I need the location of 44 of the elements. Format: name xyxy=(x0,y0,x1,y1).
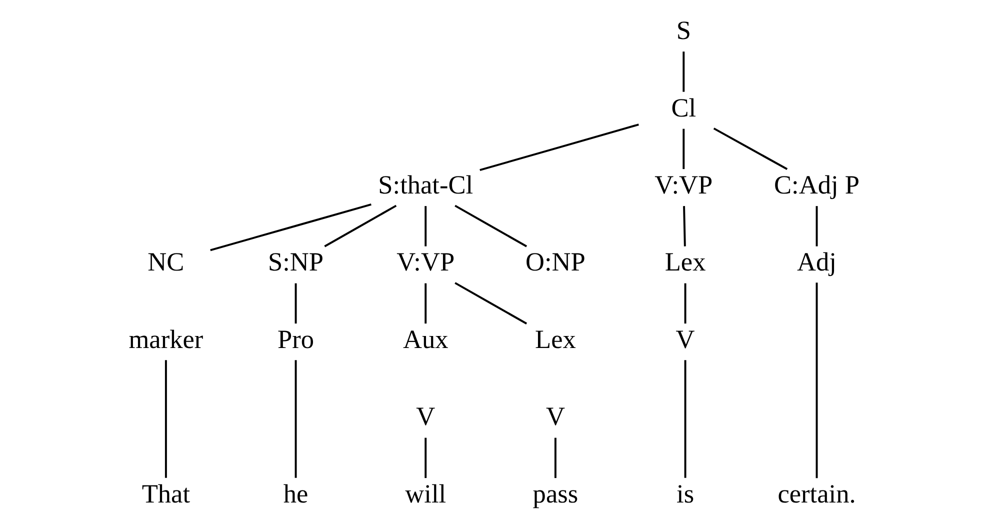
node-text: Pro xyxy=(277,324,314,354)
node-text: Cl xyxy=(670,93,696,122)
connector xyxy=(164,360,166,478)
connector xyxy=(210,203,371,252)
connector xyxy=(424,438,426,478)
connector xyxy=(424,283,426,324)
connector xyxy=(684,283,686,324)
node-text: certain. xyxy=(777,479,856,508)
node-text: O:NP xyxy=(525,248,585,277)
node-text: Lex xyxy=(534,324,576,354)
node-text: S:that-Cl xyxy=(378,170,473,200)
node-text: Lex xyxy=(664,248,706,277)
connector xyxy=(424,206,426,246)
node-text: Adj xyxy=(796,248,836,277)
connector xyxy=(815,282,818,478)
connector xyxy=(682,128,684,170)
connector xyxy=(479,124,638,172)
node-text: V xyxy=(675,324,694,354)
node-text: is xyxy=(676,479,694,508)
connector xyxy=(454,282,527,324)
node-text: That xyxy=(141,479,190,508)
node-text: V:VP xyxy=(654,170,712,200)
connector xyxy=(712,128,788,170)
node-text: will xyxy=(404,479,446,508)
connector xyxy=(324,204,396,248)
node-text: V xyxy=(416,402,435,432)
connector xyxy=(294,360,296,478)
node-text: C:Adj P xyxy=(774,170,859,200)
connector xyxy=(454,204,527,248)
connector xyxy=(294,283,296,324)
node-text: S:NP xyxy=(268,248,324,277)
connector xyxy=(554,438,556,478)
node-text: he xyxy=(282,479,308,508)
node-text: S xyxy=(676,16,690,46)
node-text: marker xyxy=(128,324,203,354)
connector xyxy=(684,360,686,478)
connector xyxy=(815,206,818,246)
node-text: V:VP xyxy=(396,248,454,277)
node-text: NC xyxy=(147,248,184,277)
connector xyxy=(682,52,684,92)
node-text: Aux xyxy=(402,324,448,354)
node-text: pass xyxy=(532,479,578,508)
node-text: V xyxy=(545,402,564,432)
connector xyxy=(682,206,686,246)
